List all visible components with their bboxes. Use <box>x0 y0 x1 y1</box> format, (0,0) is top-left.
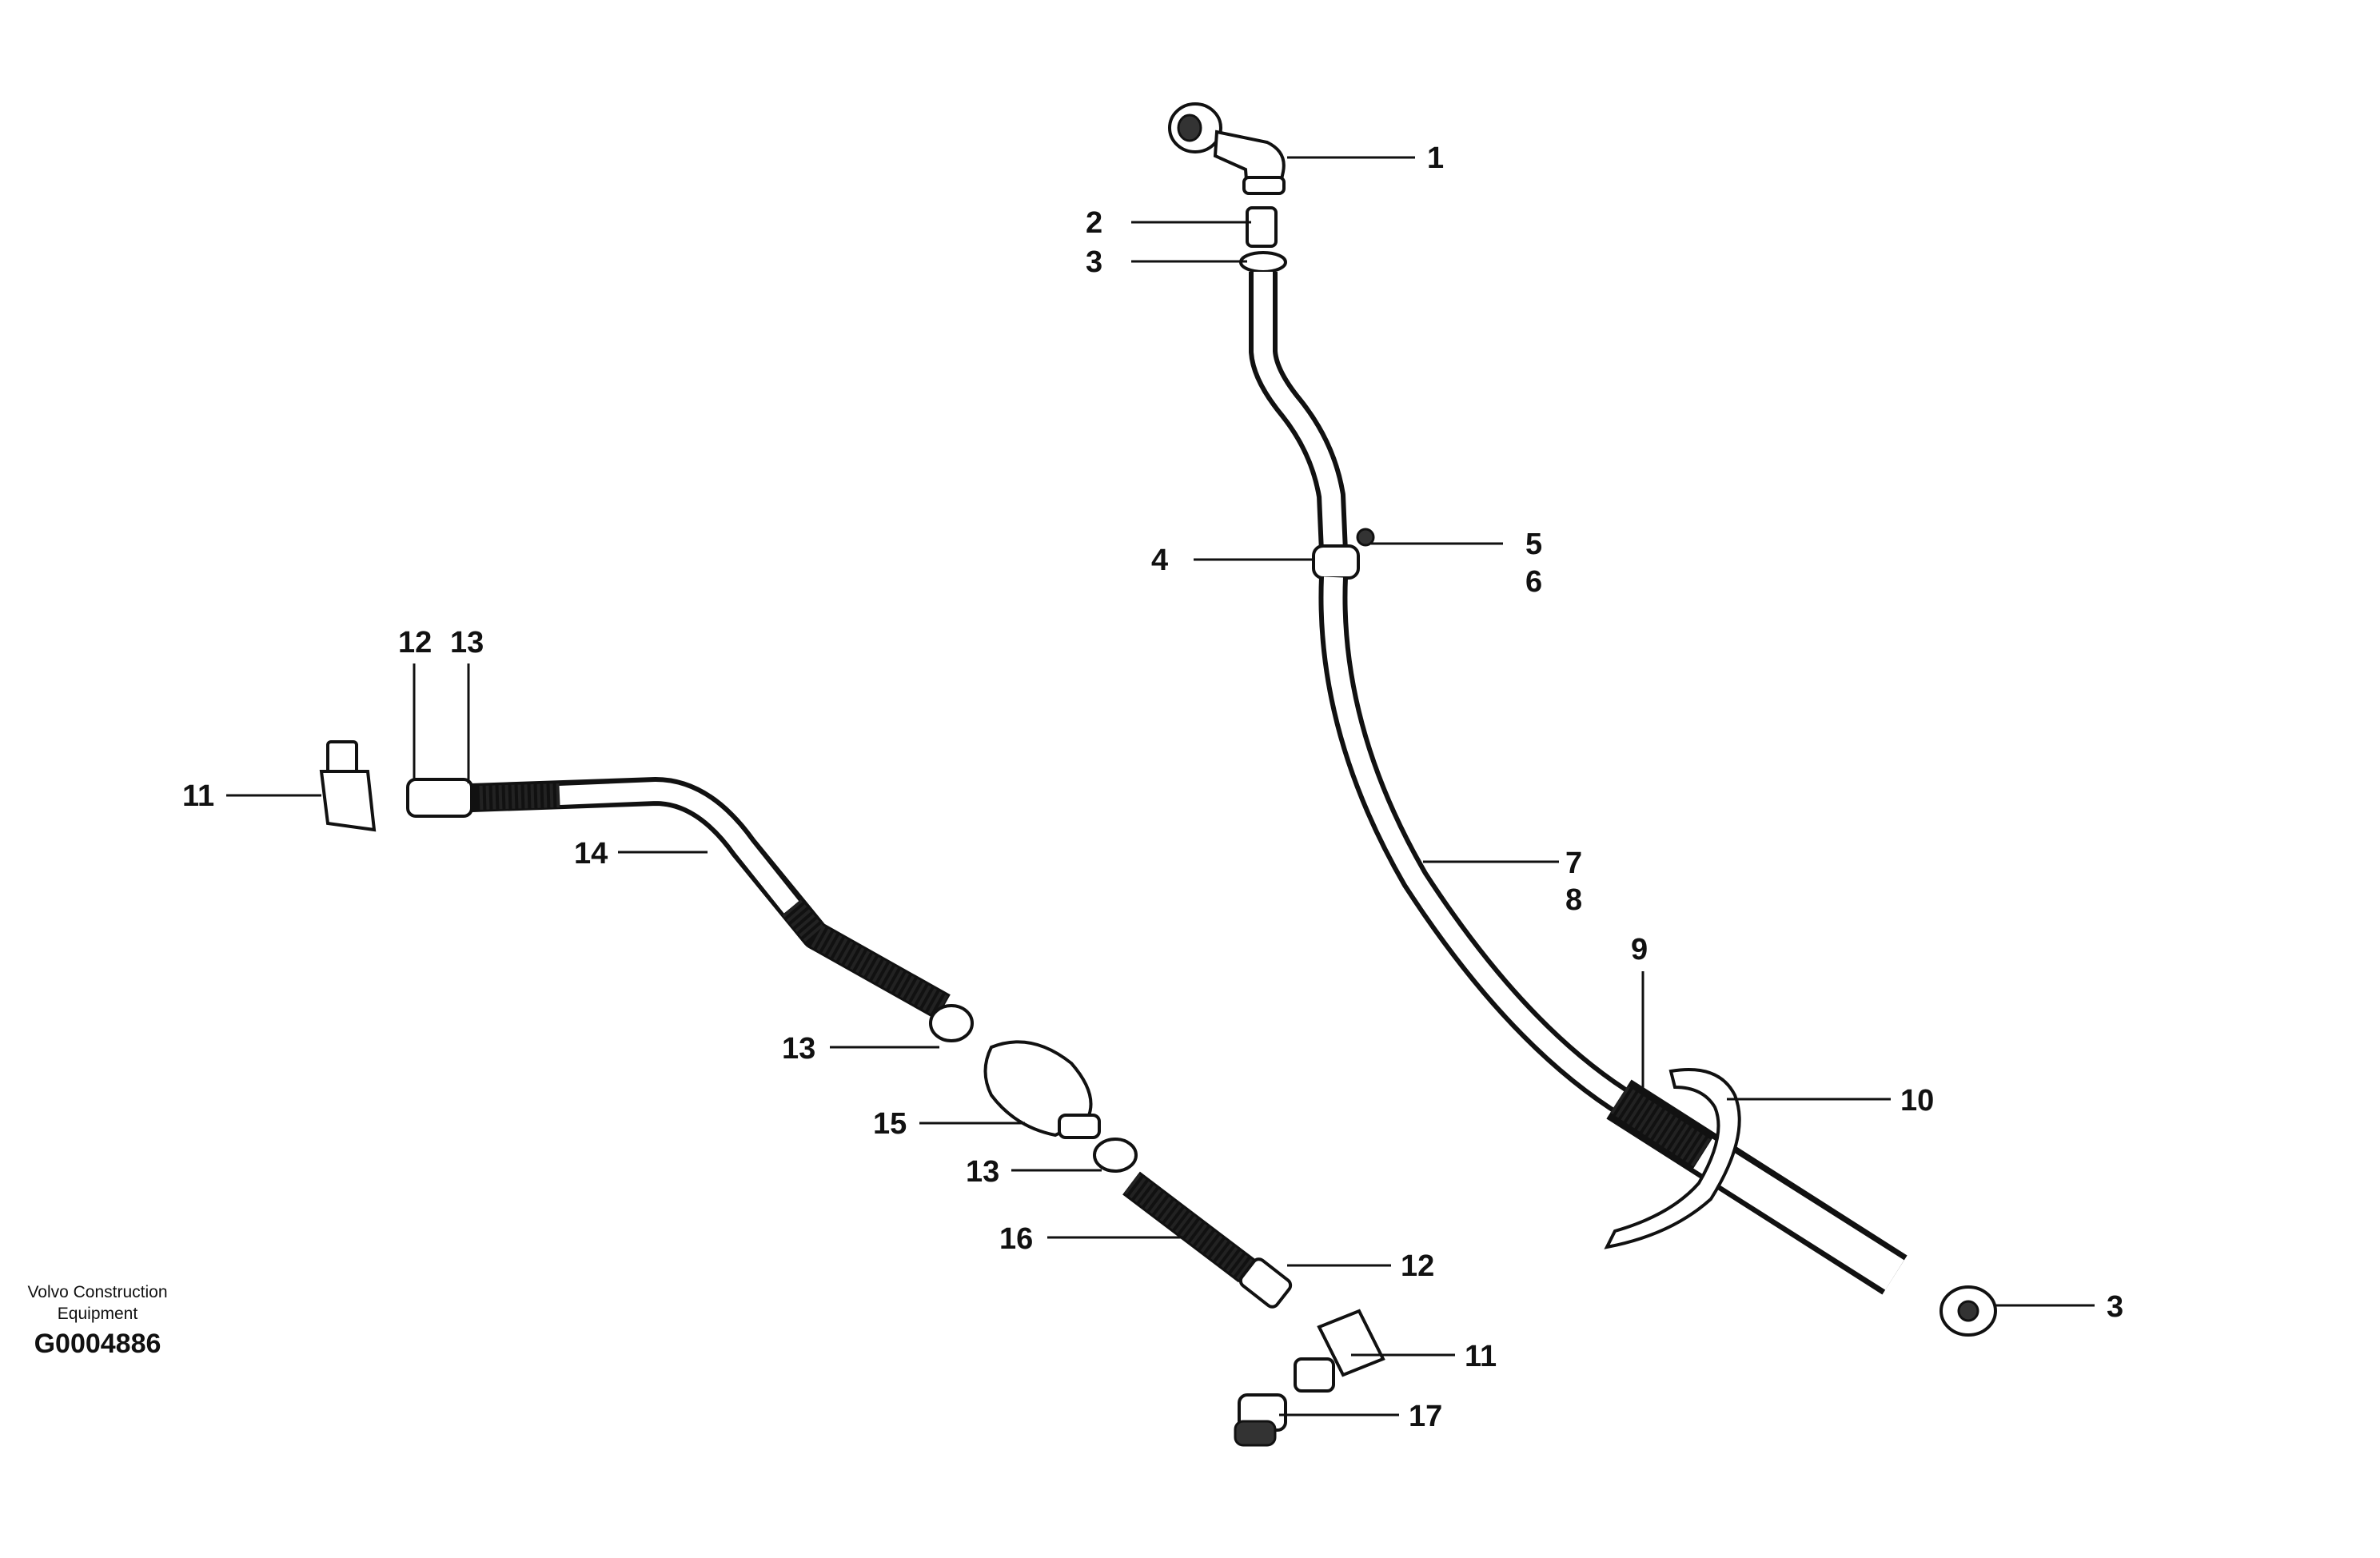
callout-11-lower: 11 <box>1465 1340 1497 1373</box>
credit-line-2: Equipment <box>58 1305 138 1323</box>
callout-11-upper: 11 <box>182 779 214 813</box>
nipple-fitting <box>1246 206 1278 248</box>
hose-clamp-filter-in <box>929 1004 974 1042</box>
diagram-code: G0004886 <box>34 1329 161 1359</box>
hose-end-fitting <box>406 778 473 818</box>
hose-clamp-upper <box>1239 251 1287 273</box>
callout-12-lower: 12 <box>1401 1249 1434 1283</box>
callout-15: 15 <box>873 1107 907 1141</box>
callout-3-upper: 3 <box>1086 245 1102 279</box>
adapter-fitting-top <box>319 740 377 832</box>
callout-3-lower: 3 <box>2107 1290 2123 1324</box>
short-hose-end-fitting <box>1238 1257 1293 1309</box>
left-hose-assembly <box>319 740 1385 1447</box>
leader-lines <box>226 156 2095 1417</box>
callout-17: 17 <box>1409 1400 1442 1433</box>
callout-2: 2 <box>1086 206 1102 240</box>
plug <box>1234 1393 1287 1447</box>
callout-13-filter-out: 13 <box>966 1155 999 1189</box>
callout-16: 16 <box>999 1222 1033 1256</box>
loose-hose-clamp <box>1939 1285 1997 1337</box>
right-hose-assembly <box>1168 102 1997 1337</box>
callout-13-filter-in: 13 <box>782 1032 815 1066</box>
callout-14: 14 <box>574 837 608 871</box>
inline-filter <box>983 1040 1101 1139</box>
callout-5: 5 <box>1525 528 1542 561</box>
credit-line-1: Volvo Construction <box>27 1283 167 1301</box>
callout-1: 1 <box>1427 141 1444 175</box>
callout-10: 10 <box>1900 1084 1934 1118</box>
callout-labels: 1 2 3 4 5 6 7 8 9 10 3 11 12 13 14 13 15… <box>182 141 2123 1433</box>
callout-8: 8 <box>1565 883 1582 917</box>
callout-6: 6 <box>1525 565 1542 599</box>
callout-13-upper: 13 <box>450 626 484 659</box>
callout-9: 9 <box>1631 933 1648 966</box>
elbow-fitting <box>1168 102 1286 195</box>
callout-7: 7 <box>1565 847 1582 880</box>
callout-12-upper: 12 <box>398 626 432 659</box>
hook-clip <box>1604 1068 1741 1249</box>
diagram-credit: Volvo Construction Equipment G0004886 <box>27 1283 167 1359</box>
callout-4: 4 <box>1151 544 1168 577</box>
hose-clamp-middle <box>1312 544 1360 580</box>
adapter-fitting-bottom <box>1294 1309 1385 1393</box>
hose-clamp-filter-out <box>1093 1138 1138 1173</box>
